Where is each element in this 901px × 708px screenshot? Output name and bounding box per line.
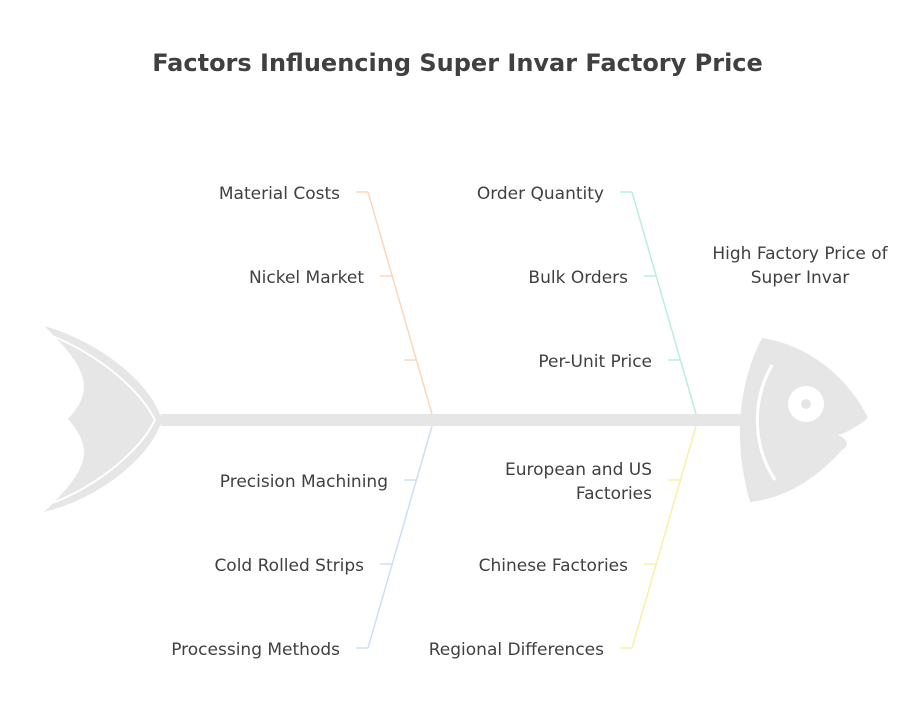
- cause-regional: Regional Differences: [428, 640, 604, 660]
- branch-material: [356, 191, 433, 415]
- branch-regional: [620, 425, 697, 649]
- sub-cause-cold-rolled: Cold Rolled Strips: [214, 556, 364, 576]
- fish-spine: [160, 414, 742, 426]
- sub-cause-per-unit: Per-Unit Price: [538, 352, 652, 372]
- effect-label: High Factory Price of Super Invar: [712, 244, 888, 288]
- branch-quantity: [620, 191, 697, 415]
- fish-pupil: [801, 399, 811, 409]
- sub-cause-chinese: Chinese Factories: [478, 556, 628, 576]
- fish-tail-line: [49, 334, 157, 505]
- sub-cause-bulk: Bulk Orders: [528, 268, 628, 288]
- cause-material: Material Costs: [218, 184, 340, 204]
- cause-quantity: Order Quantity: [476, 184, 604, 204]
- fish-tail: [44, 326, 162, 512]
- diagram-title: Factors Influencing Super Invar Factory …: [152, 49, 763, 77]
- cause-processing: Processing Methods: [171, 640, 340, 660]
- sub-cause-precision: Precision Machining: [219, 472, 388, 492]
- fish-gill: [755, 364, 777, 481]
- sub-cause-nickel: Nickel Market: [248, 268, 364, 288]
- branch-processing: [356, 425, 433, 649]
- sub-cause-eu-us: European and US Factories: [505, 460, 652, 504]
